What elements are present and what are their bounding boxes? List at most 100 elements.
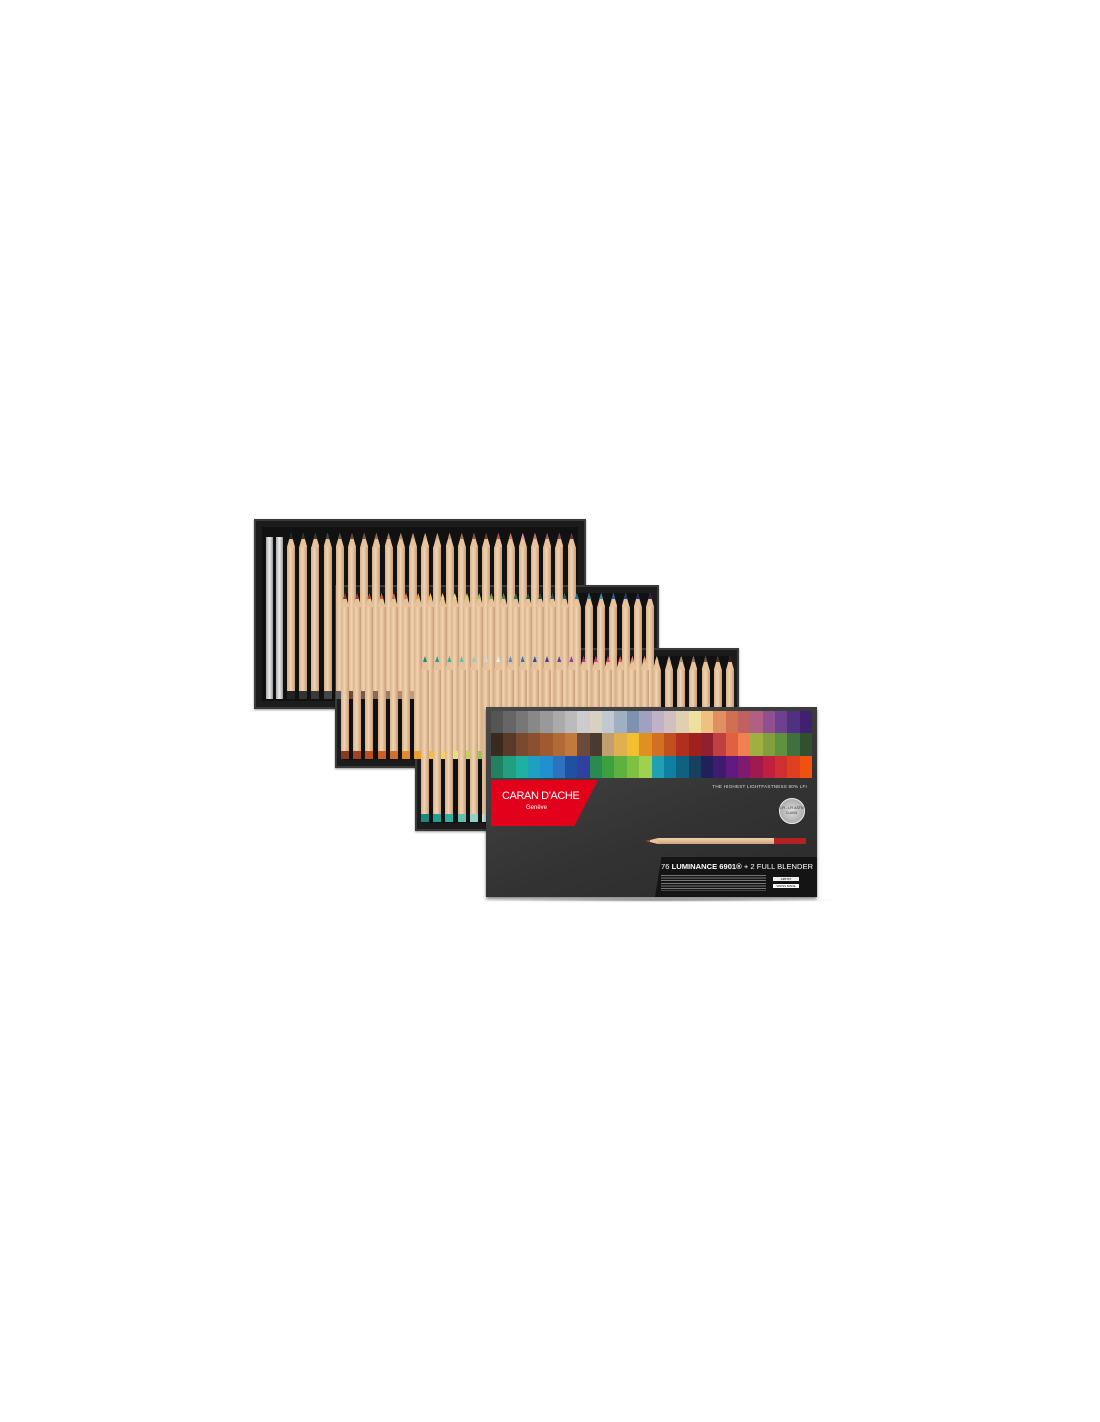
color-swatch <box>663 711 677 734</box>
color-swatch <box>774 711 788 734</box>
lightfastness-seal: LFI - LFI ASTM D-6901 <box>779 798 805 824</box>
color-swatch <box>503 755 516 778</box>
color-swatch <box>799 755 812 778</box>
color-swatch <box>787 733 800 756</box>
color-swatch <box>651 755 664 778</box>
color-swatch <box>750 733 763 756</box>
swiss-made-badge: SWISS MADE <box>773 884 799 888</box>
tagline: THE HIGHEST LIGHTFASTNESS 80% LFI <box>712 784 807 789</box>
color-swatch <box>626 733 640 756</box>
color-swatch <box>491 711 504 734</box>
pencil <box>360 533 369 699</box>
color-swatch <box>552 755 566 778</box>
blender-stick <box>276 537 283 699</box>
pencil <box>341 593 349 759</box>
color-swatch <box>503 733 516 756</box>
color-swatch <box>737 733 751 756</box>
color-swatch <box>540 711 553 734</box>
color-swatch <box>577 755 590 778</box>
pencil <box>299 533 308 699</box>
color-swatch <box>762 755 775 778</box>
color-swatch <box>614 755 627 778</box>
color-swatch <box>713 733 726 756</box>
color-swatch <box>528 755 541 778</box>
color-swatch <box>750 755 763 778</box>
color-swatch <box>552 711 566 734</box>
color-swatch <box>515 733 529 756</box>
color-swatch <box>626 755 640 778</box>
color-swatch <box>602 733 615 756</box>
pencil <box>311 533 320 699</box>
pencil <box>457 656 466 822</box>
color-swatch <box>614 711 627 734</box>
color-swatch <box>688 733 701 756</box>
color-swatch <box>700 733 714 756</box>
color-swatch <box>700 755 714 778</box>
color-swatch <box>639 755 652 778</box>
pencil <box>414 593 423 759</box>
color-swatch <box>799 733 812 756</box>
color-swatch <box>528 711 541 734</box>
pencil <box>335 533 344 699</box>
pencil <box>433 656 442 822</box>
color-swatch <box>750 711 763 734</box>
blender-stick <box>266 537 273 699</box>
color-swatch <box>688 711 701 734</box>
color-swatch <box>515 755 529 778</box>
pencil <box>438 593 447 759</box>
color-swatch <box>725 733 738 756</box>
color-swatch <box>651 711 664 734</box>
pencil-box-lid: CARAN D'ACHE Genève THE HIGHEST LIGHTFAS… <box>486 707 817 897</box>
color-swatch <box>589 733 603 756</box>
color-swatch <box>713 755 726 778</box>
color-swatch <box>676 755 689 778</box>
color-swatch <box>663 755 677 778</box>
pencil <box>348 533 356 699</box>
pencil <box>365 593 374 759</box>
color-swatch <box>577 733 590 756</box>
color-swatch <box>565 711 578 734</box>
fine-print <box>661 875 766 891</box>
product-title: 76 LUMINANCE 6901® + 2 FULL BLENDER <box>661 862 814 871</box>
pencil <box>463 593 471 759</box>
color-swatch <box>787 711 800 734</box>
color-swatch <box>787 755 800 778</box>
pencil <box>450 593 459 759</box>
color-swatch <box>602 755 615 778</box>
pencil <box>384 533 393 699</box>
pencil <box>421 656 429 822</box>
color-swatch <box>565 733 578 756</box>
pencil <box>469 656 478 822</box>
pencil <box>475 593 484 759</box>
pencil <box>389 593 398 759</box>
color-swatch <box>503 711 516 734</box>
color-swatch <box>552 733 566 756</box>
brand-logo-band <box>491 780 598 826</box>
featured-pencil <box>646 838 806 844</box>
color-swatch <box>725 711 738 734</box>
color-swatch <box>713 711 726 734</box>
product-label: 76 LUMINANCE 6901® + 2 FULL BLENDER ARTI… <box>655 857 817 897</box>
color-swatch <box>491 733 504 756</box>
color-swatch <box>725 755 738 778</box>
pencil <box>287 533 295 699</box>
box-shadow <box>472 898 846 902</box>
color-swatch <box>528 733 541 756</box>
pencil <box>377 593 386 759</box>
color-swatch <box>589 711 603 734</box>
color-swatch <box>639 711 652 734</box>
brand-logo: CARAN D'ACHE <box>502 790 580 802</box>
pencil <box>409 533 417 699</box>
pencil <box>396 533 405 699</box>
color-swatch <box>565 755 578 778</box>
color-swatch <box>515 711 529 734</box>
color-swatch <box>589 755 603 778</box>
color-swatch <box>614 733 627 756</box>
color-swatch <box>663 733 677 756</box>
pencil <box>323 533 332 699</box>
pencil <box>402 593 410 759</box>
color-swatch <box>737 711 751 734</box>
color-swatch <box>737 755 751 778</box>
color-swatch <box>774 733 788 756</box>
pencil <box>445 656 454 822</box>
